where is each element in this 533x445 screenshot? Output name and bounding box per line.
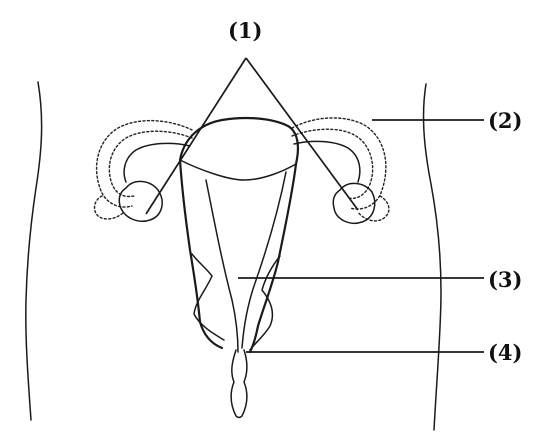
label-4: (4) — [488, 340, 522, 365]
left-ovary — [119, 181, 162, 221]
vagina — [231, 350, 247, 418]
body-outline-right — [424, 84, 441, 430]
left-fallopian-tube — [95, 121, 192, 219]
label-2: (2) — [488, 108, 522, 133]
body-outline-left — [26, 82, 42, 420]
label-3: (3) — [488, 267, 522, 292]
leader-line-1 — [146, 58, 358, 214]
uterus-inner-wall — [206, 172, 286, 352]
uterus-wall-outer — [180, 118, 298, 352]
uterus-inner-cavity — [180, 160, 296, 180]
label-1: (1) — [228, 18, 262, 43]
